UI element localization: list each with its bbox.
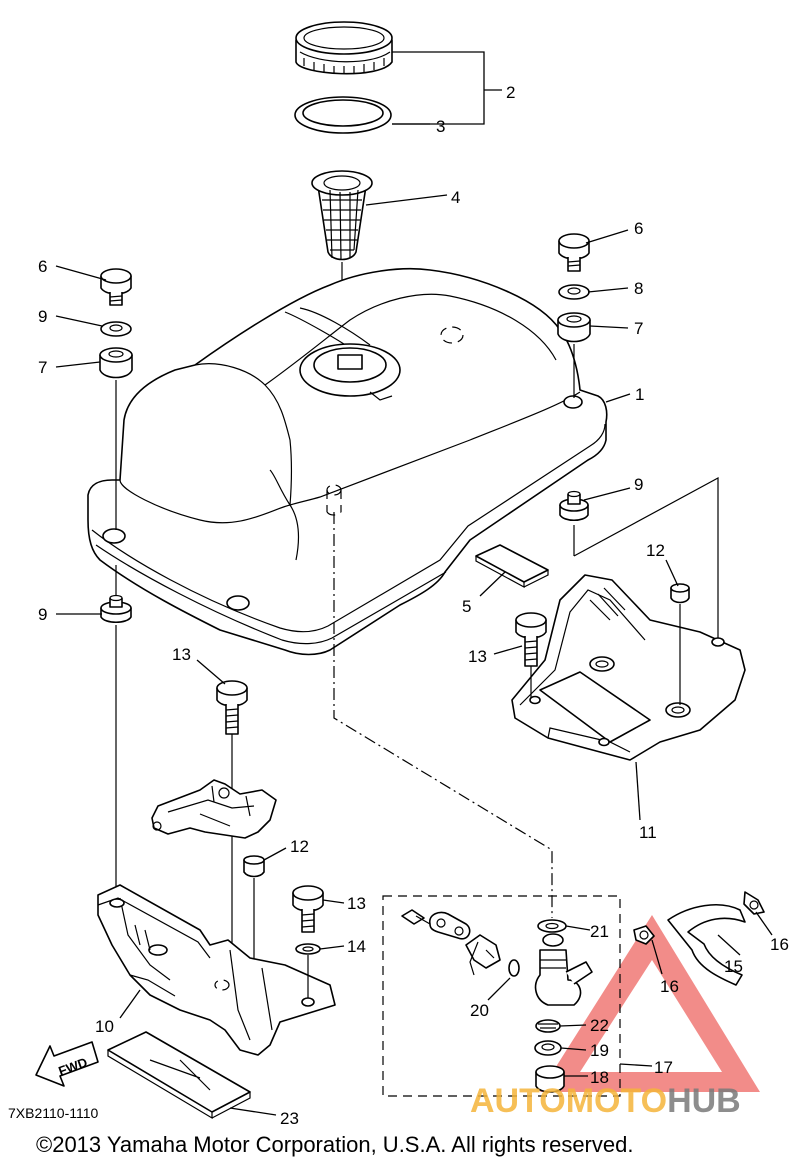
fuel-tank: [87, 267, 608, 656]
fuel-cock-group: [382, 895, 621, 1097]
pad: [475, 544, 549, 589]
label-17: 17: [654, 1058, 673, 1077]
label-19: 19: [590, 1041, 609, 1060]
label-8: 8: [634, 279, 643, 298]
cap-gasket: [294, 96, 392, 134]
label-6-left: 6: [38, 257, 47, 276]
label-3: 3: [436, 117, 445, 136]
fuel-cock-body: [534, 933, 593, 1006]
label-4: 4: [451, 188, 460, 207]
fuel-hose: [667, 904, 746, 986]
bolt-13-lower: [292, 885, 324, 933]
label-14: 14: [347, 937, 366, 956]
diagram-code: 7XB2110-1110: [8, 1105, 99, 1121]
label-6-right: 6: [634, 219, 643, 238]
watermark-text: AUTOMOTOHUB: [470, 1082, 741, 1120]
label-9-lower: 9: [38, 605, 47, 624]
leader-lines: [55, 51, 773, 1116]
tank-bracket-front: [97, 884, 336, 1056]
grommet-center: [243, 855, 265, 878]
protector-plate: [107, 1031, 251, 1120]
label-12-right: 12: [646, 541, 665, 560]
label-18: 18: [590, 1068, 609, 1087]
fuel-cap: [295, 21, 393, 75]
bolt-left: [100, 268, 132, 306]
washer-21: [537, 919, 567, 933]
copyright-notice: ©2013 Yamaha Motor Corporation, U.S.A. A…: [36, 1132, 633, 1157]
mounting-plate: [151, 779, 277, 839]
label-9-upper: 9: [38, 307, 47, 326]
label-10: 10: [95, 1017, 114, 1036]
washer-14: [295, 943, 321, 955]
damper-lower-right: [559, 490, 589, 522]
fuel-cock-screw: [401, 909, 431, 925]
collar-right: [558, 284, 590, 300]
label-16-right: 16: [770, 935, 789, 954]
label-2: 2: [506, 83, 515, 102]
bolt-13-right: [515, 612, 547, 667]
bolt-13-center: [216, 680, 248, 735]
o-ring-19: [534, 1040, 562, 1056]
grommet-right: [670, 583, 690, 604]
damper-left: [99, 347, 133, 379]
label-7-right: 7: [634, 319, 643, 338]
label-5: 5: [462, 597, 471, 616]
damper-lower-left: [100, 594, 132, 624]
label-7-left: 7: [38, 358, 47, 377]
hose-clip-left: [633, 925, 655, 945]
collar-left: [100, 321, 132, 337]
label-13-right: 13: [468, 647, 487, 666]
label-21: 21: [590, 922, 609, 941]
damper-right: [557, 312, 591, 343]
fuel-strainer: [311, 170, 373, 261]
label-20: 20: [470, 1001, 489, 1020]
label-12-center: 12: [290, 837, 309, 856]
label-13-lower: 13: [347, 894, 366, 913]
o-ring-20: [508, 959, 520, 977]
filter-22: [535, 1019, 561, 1033]
label-11: 11: [639, 823, 657, 842]
label-1: 1: [635, 385, 644, 404]
part-labels: 1 2 3 4 5 6 6 7 7 8 9 9 9 10 11 12 12 13…: [38, 83, 789, 1128]
label-22: 22: [590, 1016, 609, 1035]
label-15: 15: [724, 957, 743, 976]
label-16-left: 16: [660, 977, 679, 996]
fuel-cock-plate: [429, 911, 471, 940]
fwd-arrow: FWD: [35, 1041, 99, 1087]
tank-bracket-rear: [511, 574, 746, 761]
cup-18: [535, 1065, 565, 1093]
label-23: 23: [280, 1109, 299, 1128]
hose-clip-right: [743, 891, 765, 915]
label-13-center: 13: [172, 645, 191, 664]
fuel-cock-lever: [465, 934, 501, 976]
bolt-right: [558, 233, 590, 272]
label-9-right: 9: [634, 475, 643, 494]
